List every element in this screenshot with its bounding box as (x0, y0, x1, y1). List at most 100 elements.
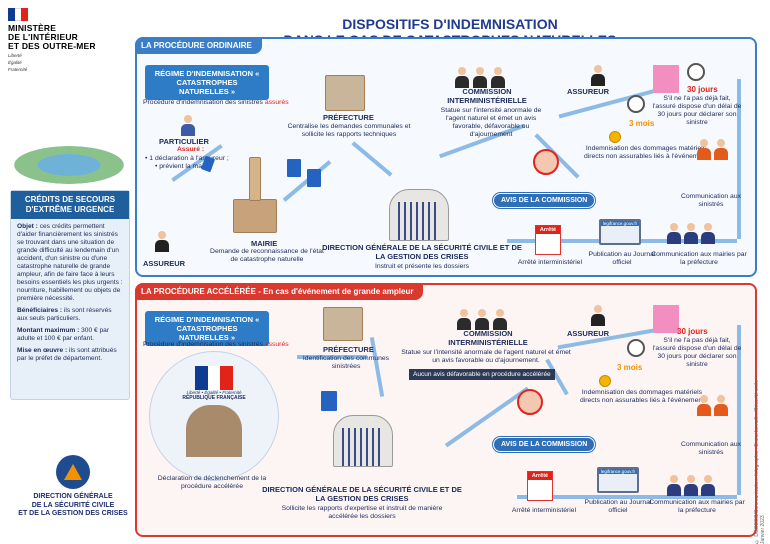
days-text: S'il ne l'a pas déjà fait, l'assuré disp… (652, 95, 742, 126)
declaration-document-icon (653, 65, 679, 93)
prefecture-text: Centralise les demandes communales et so… (287, 123, 411, 138)
journal-officiel-screen-icon: legifrance.gouv.fr (597, 467, 639, 493)
days-30-label: 30 jours (677, 327, 708, 336)
mois-3-label: 3 mois (629, 119, 655, 128)
avis-commission-button[interactable]: AVIS DE LA COMMISSION (493, 437, 596, 452)
comm-sinistres-text: Communication aux sinistrés (680, 441, 742, 456)
particulier-person-icon (181, 115, 195, 136)
regime-indemnisation-badge: RÉGIME D'INDEMNISATION « CATASTROPHES NA… (145, 311, 269, 346)
dgscgc-text: Sollicite les rapports d'expertise et in… (281, 505, 443, 520)
civil-security-triangle-icon (56, 455, 90, 489)
flooded-village-illustration (14, 146, 124, 184)
dgscgc-title: DIRECTION GÉNÉRALE DE LA SÉCURITÉ CIVILE… (262, 485, 462, 503)
arrete-document-icon: Arrêté (535, 225, 561, 255)
magnifier-icon (533, 149, 559, 175)
journal-officiel-screen-icon: legifrance.gouv.fr (599, 219, 641, 245)
prefecture-label: PRÉFECTURE (323, 113, 374, 122)
flow-arrow (517, 495, 737, 499)
coin-icon (609, 131, 621, 143)
clock-icon (627, 339, 645, 357)
mairies-people-icon (667, 475, 715, 496)
prefecture-building-icon (323, 307, 363, 341)
credits-mise-en-oeuvre: Mise en œuvre : ils sont attribués par l… (17, 347, 117, 362)
procedure-ordinaire-tab: LA PROCÉDURE ORDINAIRE (135, 37, 262, 54)
commission-members-icon (457, 309, 507, 330)
credits-title: CRÉDITS DE SECOURS D'EXTRÊME URGENCE (11, 191, 129, 219)
document-icon (287, 159, 301, 177)
flow-arrow (737, 325, 741, 495)
credits-objet: Objet : ces crédits permettent d'aider f… (17, 223, 123, 302)
commission-label: COMMISSION INTERMINISTÉRIELLE (447, 87, 527, 105)
comm-mairies-text: Communication aux mairies par la préfect… (649, 499, 745, 514)
dgscgc-logo-block: DIRECTION GÉNÉRALE DE LA SÉCURITÉ CIVILE… (8, 455, 138, 519)
publication-text: Publication au Journal officiel (584, 499, 652, 514)
days-text: S'il ne l'a pas déjà fait, l'assuré disp… (652, 337, 742, 368)
indemn-text: Indemnisation des dommages matériels dir… (579, 389, 705, 404)
republique-francaise-circle: Liberté • Égalité • Fraternité RÉPUBLIQU… (149, 351, 279, 481)
dgscgc-text: Instruit et présente les dossiers (374, 263, 470, 270)
dgscgc-gate-icon (333, 415, 393, 467)
prefecture-text: Identification des communes sinistrées (302, 355, 390, 370)
procedure-ordinaire-panel: LA PROCÉDURE ORDINAIRE RÉGIME D'INDEMNIS… (135, 37, 757, 277)
dgscgc-gate-icon (389, 189, 449, 241)
dgscgc-title: DIRECTION GÉNÉRALE DE LA SÉCURITÉ CIVILE… (322, 243, 522, 261)
rf-devise: Liberté • Égalité • Fraternité (186, 390, 242, 395)
magnifier-icon (517, 389, 543, 415)
commission-members-icon (455, 67, 505, 88)
commission-label: COMMISSION INTERMINISTÉRIELLE (448, 329, 528, 347)
aucun-avis-note: Aucun avis défavorable en procédure accé… (409, 369, 555, 380)
sinistres-people-icon (697, 139, 728, 160)
coin-icon (599, 375, 611, 387)
particulier-label: PARTICULIER (159, 137, 209, 146)
devise-egalite: Égalité (8, 60, 22, 65)
indemn-text: Indemnisation des dommages matériels dir… (583, 145, 709, 160)
mairies-people-icon (667, 223, 715, 244)
mairie-label: MAIRIE (251, 239, 278, 248)
procedure-text: Procédure d'indemnisation des sinistrés … (143, 99, 289, 106)
assureur-left-label: ASSUREUR (143, 259, 186, 268)
devise-liberte: Liberté (8, 53, 22, 58)
french-flag-icon (8, 8, 29, 21)
comm-mairies-text: Communication aux mairies par la préfect… (651, 251, 747, 266)
flow-arrow (297, 355, 367, 359)
commission-text: Statue sur l'intensité anormale de l'age… (401, 349, 571, 364)
flow-arrow (737, 79, 741, 239)
declaration-text: Déclaration de déclenchement de la procé… (157, 475, 267, 490)
publication-text: Publication au Journal officiel (588, 251, 656, 266)
sinistres-people-icon (697, 395, 728, 416)
commission-text: Statue sur l'intensité anormale de l'age… (440, 107, 542, 138)
credits-secours-box: CRÉDITS DE SECOURS D'EXTRÊME URGENCE Obj… (10, 190, 130, 400)
document-icon (321, 391, 337, 411)
ministry-name-line-2: DE L'INTÉRIEUR (8, 32, 78, 42)
arrete-document-icon: Arrêté (527, 471, 553, 501)
avis-commission-button[interactable]: AVIS DE LA COMMISSION (493, 193, 596, 208)
credits-montant: Montant maximum : 300 € par adulte et 10… (17, 327, 109, 342)
procedure-acceleree-panel: LA PROCÉDURE ACCÉLÉRÉE - En cas d'événem… (135, 283, 757, 537)
assure-items: • 1 déclaration à l'assureur ; • prévien… (145, 155, 229, 170)
regime-indemnisation-badge: RÉGIME D'INDEMNISATION « CATASTROPHES NA… (145, 65, 269, 100)
devise-fraternite: Fraternité (8, 67, 28, 72)
document-icon (307, 169, 321, 187)
assureur-right-label: ASSUREUR (567, 329, 610, 338)
infographic-credit: © DGSCGC/Communication. Infographie : Br… (754, 376, 766, 544)
prefecture-building-icon (325, 75, 365, 111)
marianne-flag-icon (195, 366, 234, 390)
procedure-text: Procédure d'indemnisation des sinistrés … (143, 341, 289, 348)
mairie-building-icon (233, 199, 277, 233)
flow-arrow (351, 141, 393, 177)
dgscgc-name: DIRECTION GÉNÉRALE DE LA SÉCURITÉ CIVILE… (18, 493, 128, 517)
assure-label: Assuré : (177, 146, 205, 153)
clock-icon (627, 95, 645, 113)
comm-sinistres-text: Communication aux sinistrés (680, 193, 742, 208)
declaration-document-icon (653, 305, 679, 333)
mois-3-label: 3 mois (617, 363, 643, 372)
arrete-inter-text: Arrêté interministériel (511, 507, 577, 514)
ministry-gate-icon (186, 405, 242, 457)
days-30-label: 30 jours (687, 85, 718, 94)
assureur-right-label: ASSUREUR (567, 87, 610, 96)
mairie-tower-icon (249, 157, 261, 201)
assureur-right-person-icon (591, 305, 605, 326)
rf-label: RÉPUBLIQUE FRANÇAISE (182, 395, 246, 401)
ministry-name-line-1: MINISTÈRE (8, 23, 57, 33)
assureur-right-person-icon (591, 65, 605, 86)
